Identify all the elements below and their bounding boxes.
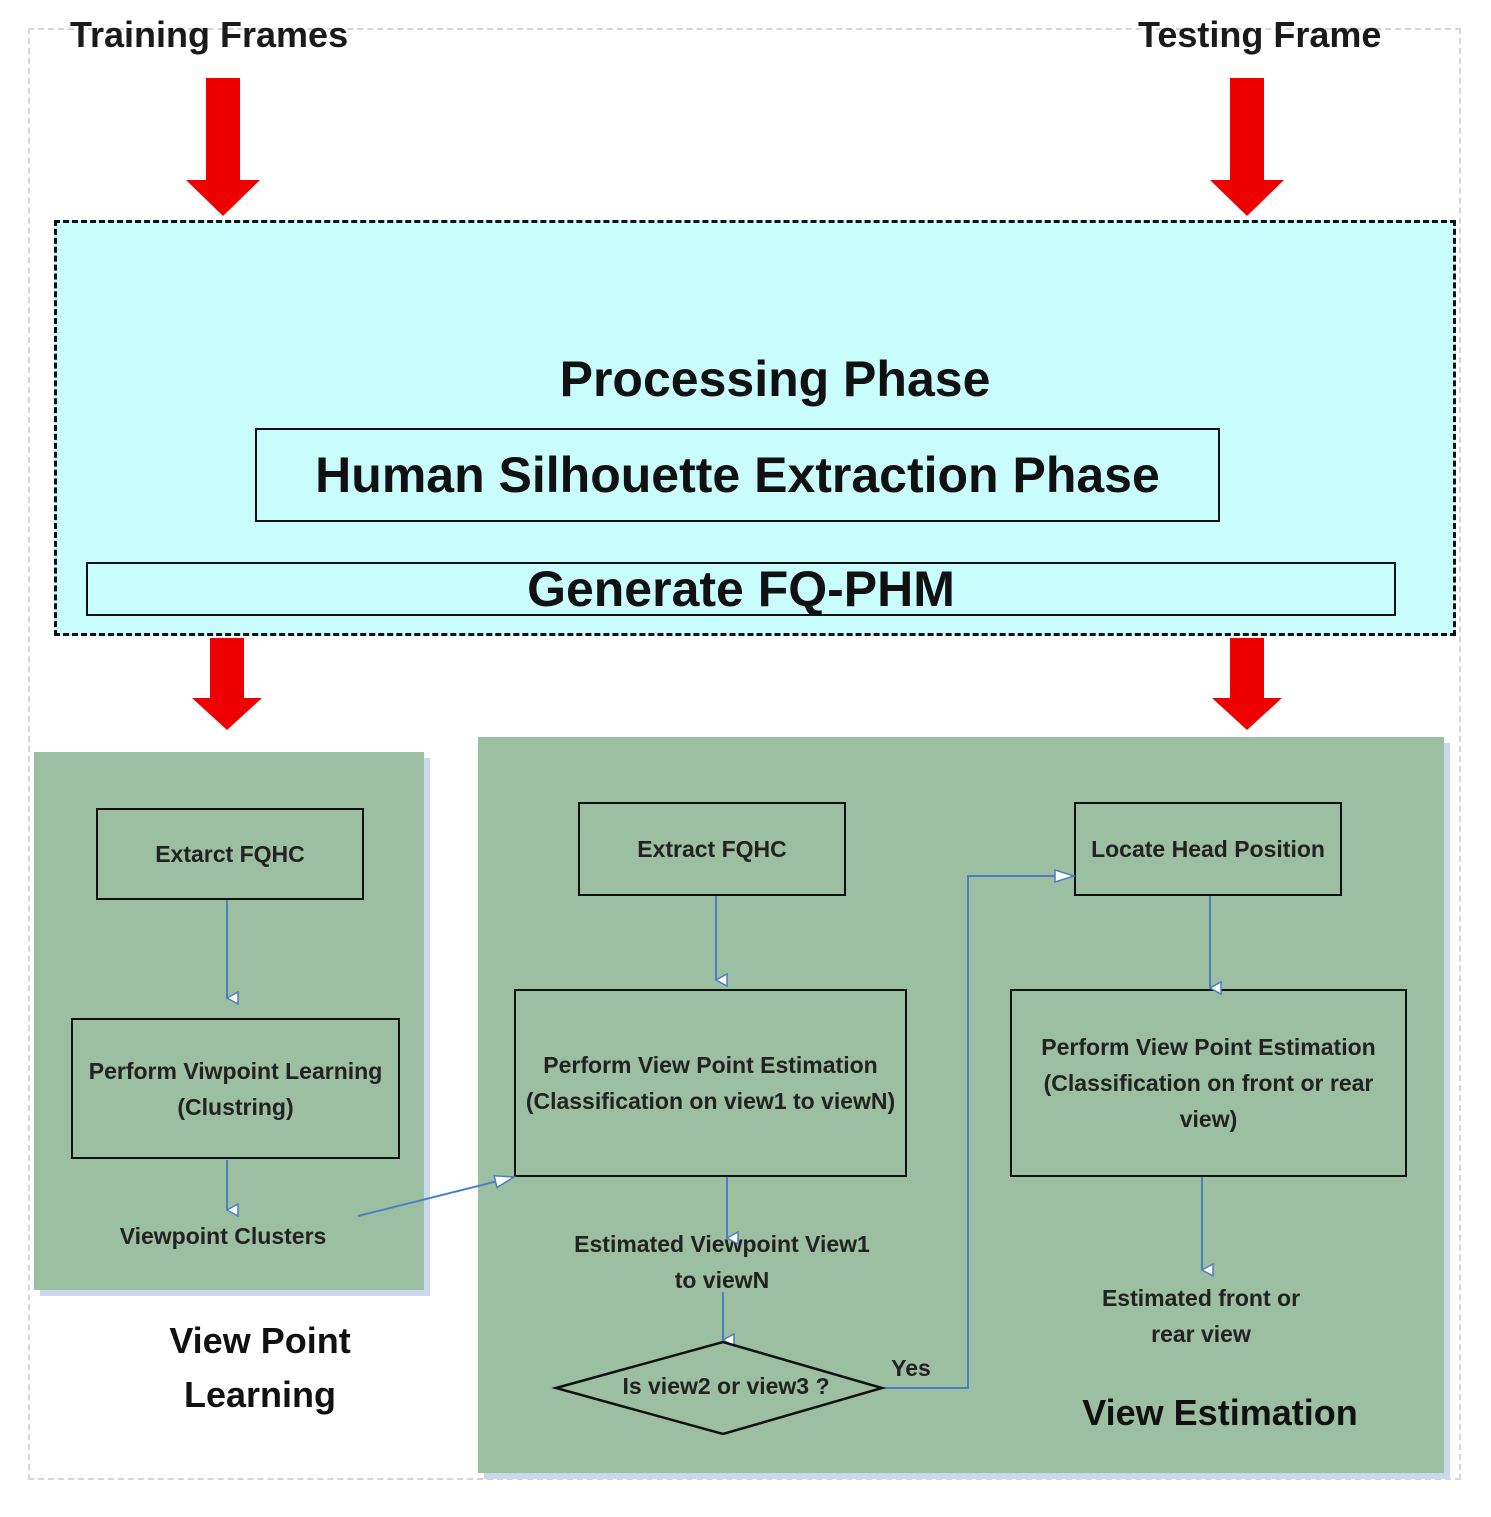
viewpoint-estimation-box: Perform View Point Estimation (Classific… [514, 989, 907, 1177]
processing-phase-title: Processing Phase [559, 351, 991, 407]
silhouette-extraction-box: Human Silhouette Extraction Phase [255, 428, 1220, 522]
outer-frame [28, 28, 1461, 1480]
viewpoint-clusters-text: Viewpoint Clusters [119, 1223, 327, 1249]
view-point-learning-title: View Point Learning [169, 1320, 351, 1415]
view-estimation-title: View Estimation [1082, 1392, 1358, 1433]
estimation-extract-box: Extract FQHC [578, 802, 846, 896]
learning-extract-box: Extarct FQHC [96, 808, 364, 900]
viewpoint-learning-box: Perform Viwpoint Learning (Clustring) [71, 1018, 400, 1159]
yes-label: Yes [891, 1355, 931, 1381]
estimated-front-rear-text: Estimated front or rear view [1101, 1285, 1301, 1347]
training-frames-label: Training Frames [70, 14, 349, 55]
testing-frame-label: Testing Frame [1138, 14, 1382, 55]
front-rear-estimation-box: Perform View Point Estimation (Classific… [1010, 989, 1407, 1177]
estimated-viewpoint-text: Estimated Viewpoint View1 to viewN [574, 1231, 870, 1293]
decision-text: Is view2 or view3 ? [622, 1373, 830, 1399]
generate-fqphm-box: Generate FQ-PHM [86, 561, 1396, 617]
locate-head-box: Locate Head Position [1074, 802, 1342, 896]
